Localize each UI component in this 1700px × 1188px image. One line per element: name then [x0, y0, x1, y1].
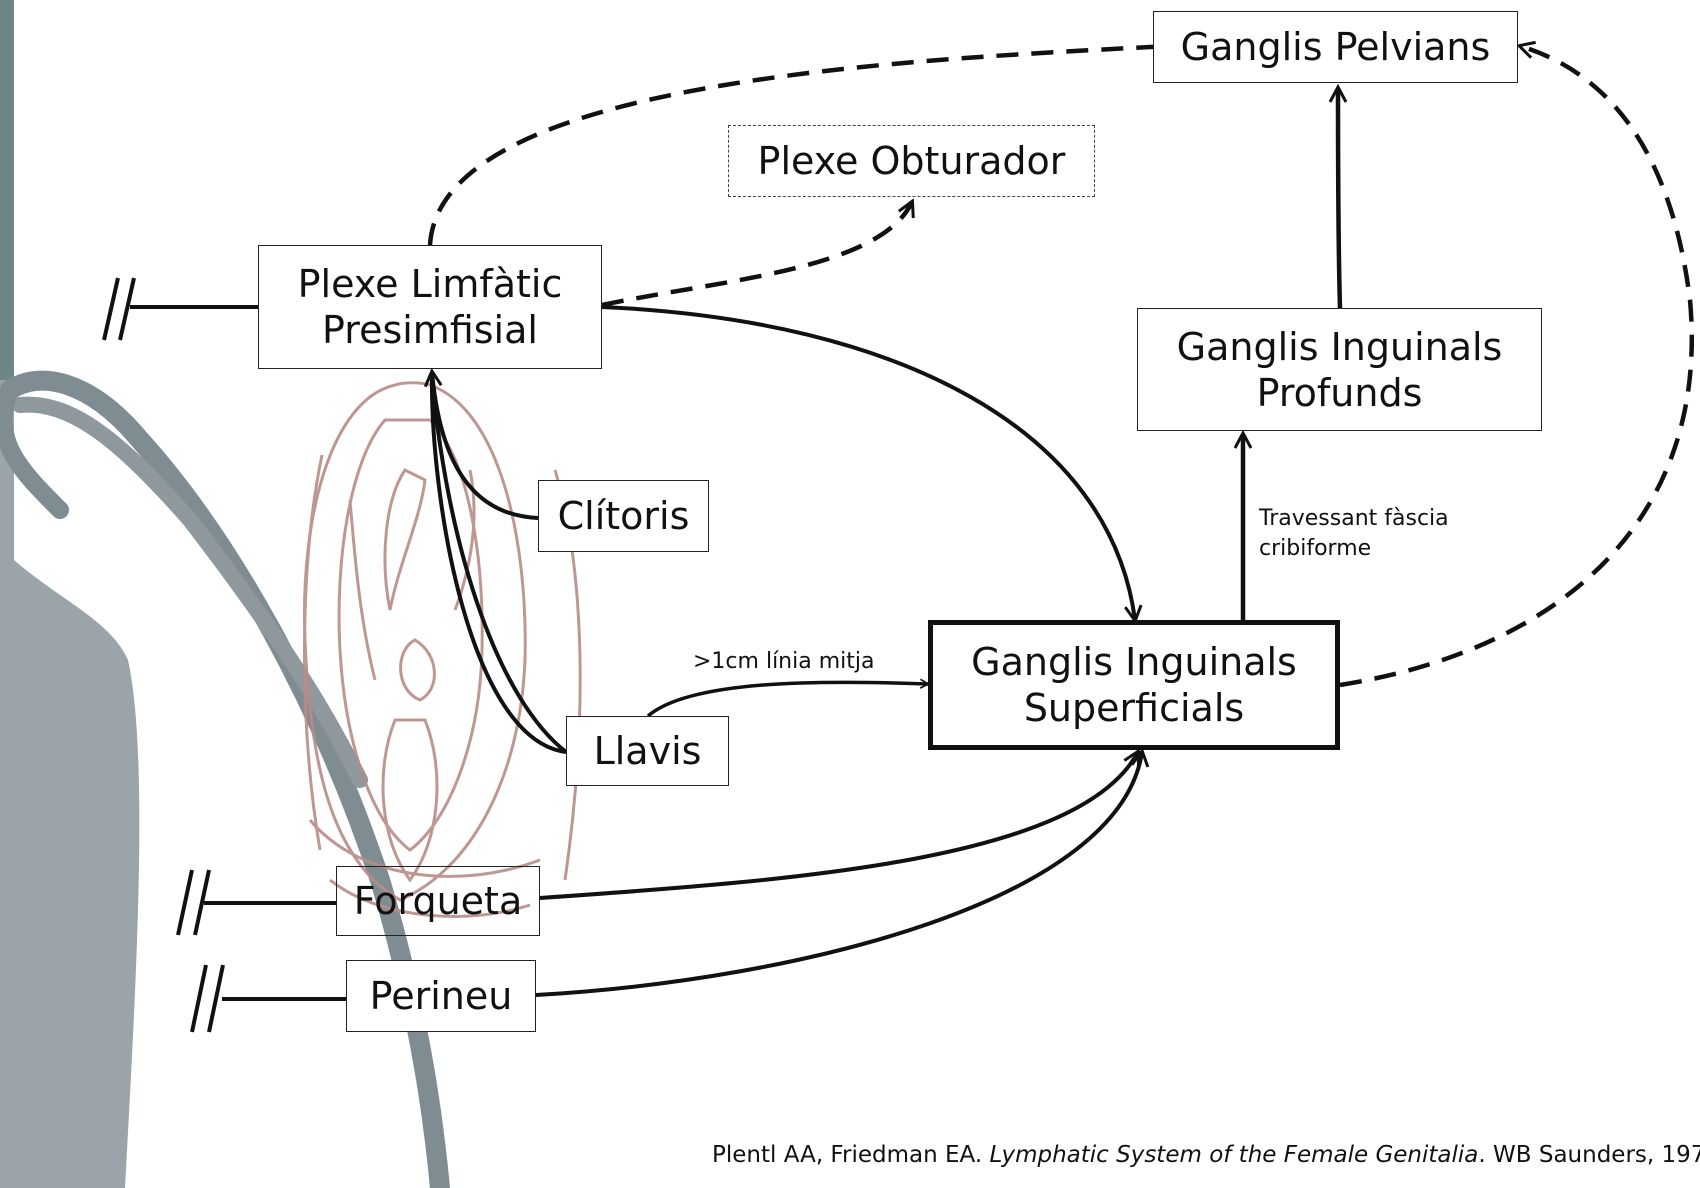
node-ganglis-pelvians: Ganglis Pelvians — [1153, 11, 1518, 83]
edge-label-travessant-line1: Travessant fàscia — [1259, 504, 1449, 534]
node-plexe-obturador: Plexe Obturador — [728, 125, 1095, 197]
node-forqueta: Forqueta — [336, 866, 540, 936]
node-ganglis-inguinals-profunds: Ganglis Inguinals Profunds — [1137, 308, 1542, 431]
edge-llavis-to-plexe — [432, 372, 566, 752]
citation-publisher: . WB Saunders, 1971. — [1478, 1142, 1700, 1168]
edge-label-travessant-line2: cribiforme — [1259, 534, 1449, 564]
node-plexe-limfatic-presimfisial: Plexe Limfàtic Presimfisial — [258, 245, 602, 369]
citation-title: Lymphatic System of the Female Genitalia — [989, 1142, 1478, 1168]
node-ganglis-inguinals-superficials: Ganglis Inguinals Superficials — [928, 620, 1340, 750]
edge-perineu-to-superficials — [536, 752, 1142, 995]
node-clitoris: Clítoris — [538, 480, 709, 552]
node-forqueta-label: Forqueta — [354, 878, 522, 924]
node-profunds-line1: Ganglis Inguinals — [1177, 324, 1503, 370]
node-perineu-label: Perineu — [370, 973, 513, 1019]
edge-label-travessant: Travessant fàscia cribiforme — [1259, 504, 1449, 564]
node-ganglis-pelvians-label: Ganglis Pelvians — [1181, 24, 1491, 70]
node-superficials-line2: Superficials — [1024, 685, 1244, 731]
cut-line-forqueta — [178, 870, 336, 935]
node-llavis: Llavis — [566, 716, 729, 786]
node-plexe-limfatic-line1: Plexe Limfàtic — [298, 261, 563, 307]
edge-plexe-to-obturador — [602, 202, 912, 305]
node-llavis-label: Llavis — [594, 728, 702, 774]
node-plexe-limfatic-line2: Presimfisial — [322, 307, 538, 353]
citation-authors: Plentl AA, Friedman EA. — [712, 1142, 989, 1168]
citation: Plentl AA, Friedman EA. Lymphatic System… — [712, 1142, 1700, 1168]
node-plexe-obturador-label: Plexe Obturador — [758, 138, 1066, 184]
edge-profunds-to-pelvians — [1338, 88, 1340, 308]
node-superficials-line1: Ganglis Inguinals — [971, 639, 1297, 685]
node-clitoris-label: Clítoris — [558, 493, 690, 539]
cut-line-plexe — [104, 278, 258, 340]
edge-plexe-to-superficials — [602, 307, 1135, 620]
cut-line-perineu — [192, 965, 346, 1032]
node-profunds-line2: Profunds — [1257, 370, 1423, 416]
edge-label-linia-mitja: >1cm línia mitja — [693, 647, 874, 677]
edge-llavis-to-superficials — [648, 682, 928, 716]
node-perineu: Perineu — [346, 960, 536, 1032]
